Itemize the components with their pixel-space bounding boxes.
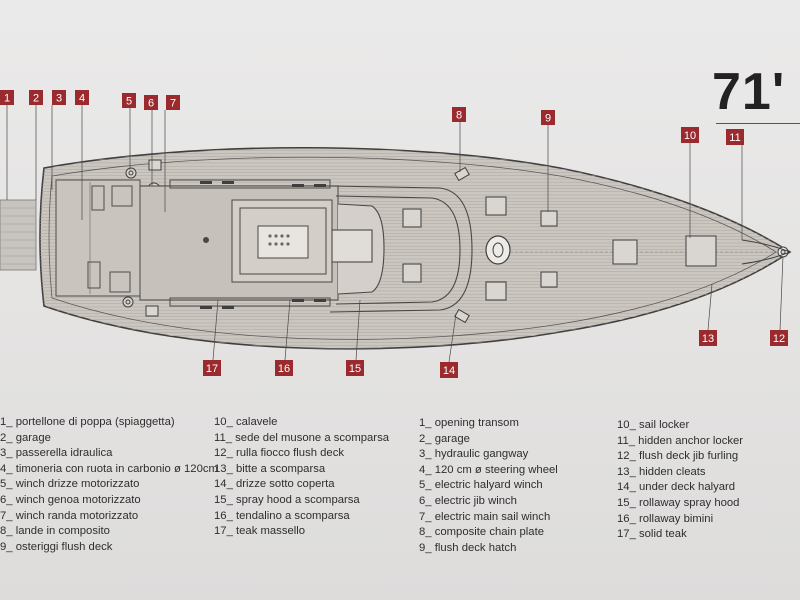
legend-item: 16_ tendalino a scomparsa <box>214 509 350 522</box>
callout-11: 11 <box>726 129 744 145</box>
legend-item: 11_ hidden anchor locker <box>617 434 744 447</box>
callout-16: 16 <box>275 360 293 376</box>
legend-item: 8_ composite chain plate <box>419 526 544 539</box>
svg-text:16: 16 <box>278 363 290 375</box>
legend-item: 6_ winch genoa motorizzato <box>0 493 141 506</box>
legend-item: 15_ spray hood a scomparsa <box>214 493 360 506</box>
legend-italian-right: 10_ calavele 11_ sede del musone a scomp… <box>214 415 389 540</box>
model-title: 71' <box>712 63 786 121</box>
callout-8: 8 <box>452 107 466 122</box>
legend-item: 3_ hydraulic gangway <box>419 448 529 461</box>
leader-lines <box>6 105 784 363</box>
legend-item: 6_ electric jib winch <box>419 494 517 507</box>
legend-item: 1_ portellone di poppa (spiaggetta) <box>0 416 175 428</box>
legend-item: 2_ garage <box>419 432 470 445</box>
callout-4: 4 <box>75 90 89 105</box>
callout-2: 2 <box>29 90 43 105</box>
svg-text:14: 14 <box>443 365 455 377</box>
callout-14: 14 <box>440 362 458 378</box>
svg-text:6: 6 <box>148 98 154 110</box>
svg-text:7: 7 <box>170 98 176 110</box>
legend-item: 11_ sede del musone a scomparsa <box>214 431 390 444</box>
svg-text:3: 3 <box>56 93 62 105</box>
legend-item: 2_ garage <box>0 431 51 444</box>
legend-item: 9_ flush deck hatch <box>419 541 517 554</box>
cockpit <box>139 179 339 309</box>
legend-item: 14_ drizze sotto coperta <box>214 478 335 491</box>
legend-item: 16_ rollaway bimini <box>617 512 714 525</box>
coachroof <box>329 185 507 313</box>
callout-9: 9 <box>541 110 555 125</box>
legend-item: 12_ flush deck jib furling <box>617 450 739 463</box>
legend-italian-left: 1_ portellone di poppa (spiaggetta) 2_ g… <box>0 415 218 555</box>
legend-item: 5_ winch drizze motorizzato <box>0 478 140 491</box>
legend-item: 17_ teak massello <box>214 525 306 538</box>
legend-english-right: 10_ sail locker 11_ hidden anchor locker… <box>617 418 743 543</box>
legend-item: 7_ winch randa motorizzato <box>0 509 139 522</box>
svg-text:10: 10 <box>684 130 696 142</box>
foredeck-fittings <box>454 166 792 324</box>
legend-english-left: 1_ opening transom 2_ garage 3_ hydrauli… <box>419 416 558 556</box>
legend-item: 3_ passerella idraulica <box>0 447 113 460</box>
svg-text:4: 4 <box>79 93 85 105</box>
svg-text:9: 9 <box>545 113 551 125</box>
deck-plan-diagram: 1 2 3 4 5 6 7 8 9 10 11 12 13 14 15 16 1… <box>0 90 792 378</box>
svg-text:1: 1 <box>4 93 10 105</box>
legend-item: 15_ rollaway spray hood <box>617 496 740 509</box>
legend-item: 14_ under deck halyard <box>617 481 736 494</box>
svg-text:8: 8 <box>456 110 462 122</box>
legend-item: 1_ opening transom <box>419 417 519 429</box>
callout-17: 17 <box>203 360 221 376</box>
svg-text:2: 2 <box>33 93 39 105</box>
svg-text:11: 11 <box>729 132 740 144</box>
callout-7: 7 <box>166 95 180 110</box>
legend-item: 9_ osteriggi flush deck <box>0 540 113 553</box>
mast-base <box>485 235 511 265</box>
legend-item: 4_ 120 cm ø steering wheel <box>419 463 558 476</box>
legend-item: 13_ hidden cleats <box>617 465 706 478</box>
legend-item: 12_ rulla fiocco flush deck <box>214 447 344 460</box>
legend-item: 13_ bitte a scomparsa <box>214 462 326 475</box>
legend-item: 10_ sail locker <box>617 419 690 431</box>
legend-item: 8_ lande in composito <box>0 525 110 538</box>
callout-1: 1 <box>0 90 14 105</box>
legend-item: 10_ calavele <box>214 416 278 428</box>
svg-text:13: 13 <box>702 333 714 345</box>
callout-3: 3 <box>52 90 66 105</box>
callout-10: 10 <box>681 127 699 143</box>
callout-15: 15 <box>346 360 364 376</box>
legend-item: 7_ electric main sail winch <box>419 510 551 523</box>
callout-12: 12 <box>770 330 788 346</box>
callout-6: 6 <box>144 95 158 110</box>
legend-item: 17_ solid teak <box>617 528 687 541</box>
callout-5: 5 <box>122 93 136 108</box>
svg-text:5: 5 <box>126 96 132 108</box>
svg-text:12: 12 <box>773 333 785 345</box>
callout-13: 13 <box>699 330 717 346</box>
gangway-extension <box>0 199 37 271</box>
title-underline <box>716 123 800 124</box>
svg-text:17: 17 <box>206 363 218 375</box>
legend-item: 5_ electric halyard winch <box>419 479 543 492</box>
legend-item: 4_ timoneria con ruota in carbonio ø 120… <box>0 462 218 475</box>
svg-text:15: 15 <box>349 363 361 375</box>
